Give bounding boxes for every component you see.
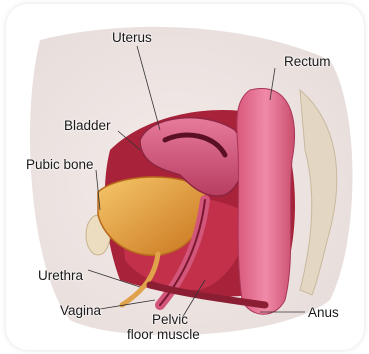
label-pelvic-floor-line2: floor muscle xyxy=(127,327,200,342)
label-anus: Anus xyxy=(308,305,339,320)
label-bladder: Bladder xyxy=(64,118,111,133)
label-rectum: Rectum xyxy=(284,54,331,69)
label-vagina: Vagina xyxy=(60,303,101,318)
label-pubic-bone: Pubic bone xyxy=(26,157,94,172)
rectum-shape xyxy=(237,88,295,314)
label-pelvic-floor-line1: Pelvic xyxy=(152,312,188,327)
label-urethra: Urethra xyxy=(38,268,83,283)
label-uterus: Uterus xyxy=(112,30,152,45)
